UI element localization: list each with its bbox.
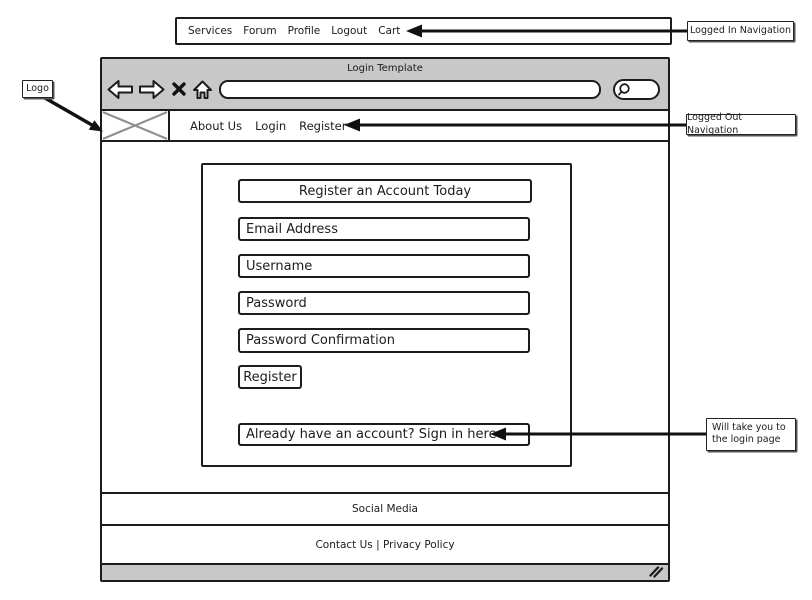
address-bar[interactable] <box>219 79 601 99</box>
image-cross-icon <box>102 111 168 140</box>
search-box[interactable] <box>613 78 660 100</box>
nav-item-register[interactable]: Register <box>299 118 347 133</box>
logo-placeholder <box>102 111 170 140</box>
footer-links-label[interactable]: Contact Us | Privacy Policy <box>315 538 455 551</box>
search-magnifier-icon <box>618 82 630 95</box>
nav-item-logout[interactable]: Logout <box>331 25 368 37</box>
forward-arrow-icon[interactable] <box>138 78 165 101</box>
logged-in-navbar: Services Forum Profile Logout Cart <box>175 17 672 45</box>
nav-item-login[interactable]: Login <box>255 118 287 133</box>
browser-toolbar <box>107 76 663 102</box>
footer-links-row: Contact Us | Privacy Policy <box>102 524 668 563</box>
password-field[interactable]: Password <box>238 291 530 315</box>
password-confirmation-field[interactable]: Password Confirmation <box>238 328 530 353</box>
site-nav-links: About Us Login Register <box>170 111 668 140</box>
browser-window-title: Login Template <box>347 63 423 74</box>
annotation-logo-label: Logo <box>22 80 53 98</box>
nav-item-profile[interactable]: Profile <box>287 25 321 37</box>
site-navbar: About Us Login Register <box>102 111 668 142</box>
email-address-field[interactable]: Email Address <box>238 217 530 241</box>
annotation-logged-out-navigation: Logged Out Navigation <box>686 112 796 136</box>
nav-item-forum[interactable]: Forum <box>243 25 277 37</box>
register-form: Register an Account Today Email Address … <box>201 163 572 467</box>
signin-link-box[interactable]: Already have an account? Sign in here <box>238 423 530 446</box>
annotation-logged-in-navigation: Logged In Navigation <box>687 21 794 41</box>
page-content: Register an Account Today Email Address … <box>102 142 668 492</box>
form-heading: Register an Account Today <box>238 179 532 203</box>
nav-item-cart[interactable]: Cart <box>378 25 401 37</box>
username-field[interactable]: Username <box>238 254 530 278</box>
window-status-bar <box>102 563 668 580</box>
social-media-label: Social Media <box>351 503 418 515</box>
browser-chrome: Login Template <box>102 59 668 111</box>
back-arrow-icon[interactable] <box>107 78 134 101</box>
social-media-row: Social Media <box>102 492 668 524</box>
browser-window: Login Template <box>100 57 670 582</box>
nav-item-about-us[interactable]: About Us <box>190 118 243 133</box>
nav-item-services[interactable]: Services <box>188 25 233 37</box>
register-button[interactable]: Register <box>238 365 302 389</box>
home-icon[interactable] <box>192 79 213 100</box>
annotation-signin-note: Will take you to the login page <box>706 418 796 451</box>
resize-handle-icon[interactable] <box>649 565 664 578</box>
close-x-icon[interactable] <box>171 81 187 97</box>
